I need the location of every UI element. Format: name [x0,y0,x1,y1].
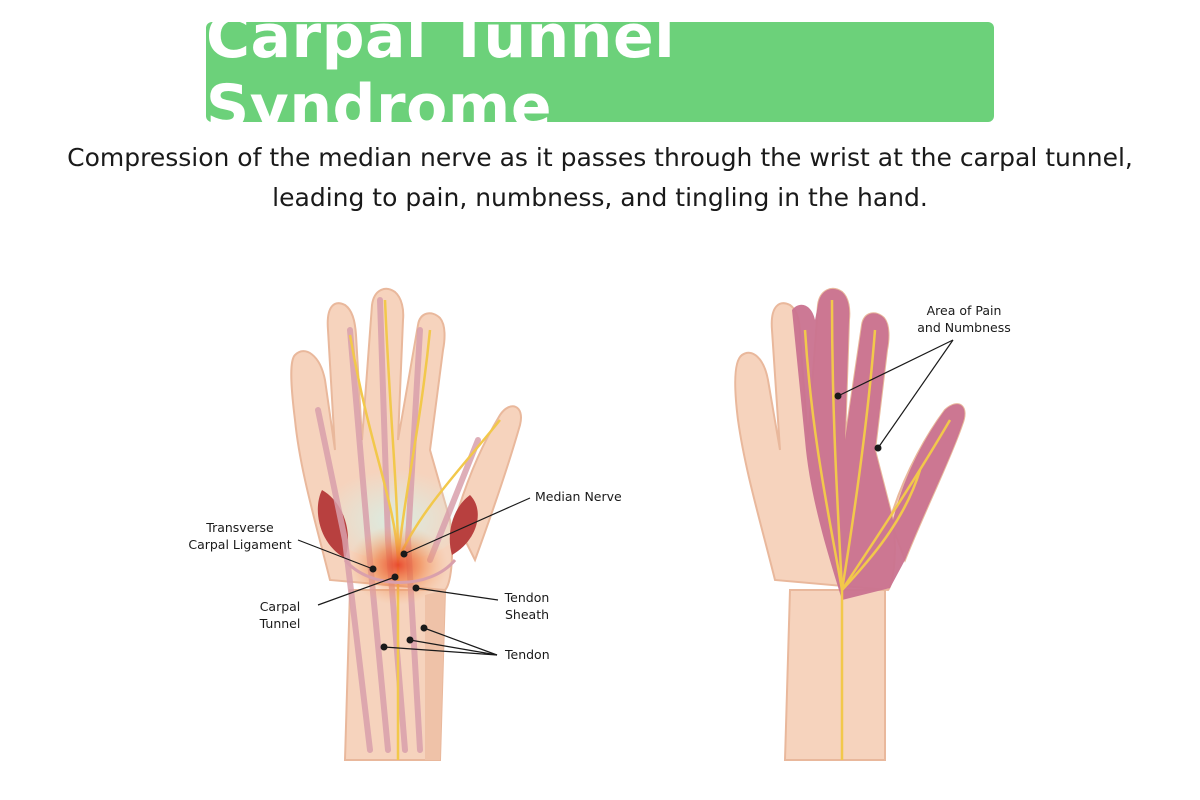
label-pain-line-2: and Numbness [917,320,1011,335]
label-transverse-line-2: Carpal Ligament [188,537,291,552]
left-callouts [297,497,531,656]
left-hypothenar-muscle [449,495,478,555]
label-carpal-line-1: Carpal [260,599,301,614]
left-thenar-muscle [317,490,349,558]
right-hand [734,287,966,761]
left-hand [290,287,522,761]
label-sheath-line-1: Tendon [504,590,550,605]
subtitle-line-1: Compression of the median nerve as it pa… [67,143,1133,172]
numbness-area [792,288,965,600]
label-pain-line-1: Area of Pain [927,303,1002,318]
left-callout-dots [369,550,428,651]
page-title: Carpal Tunnel Syndrome [206,2,676,142]
right-forearm [783,589,886,761]
label-carpal-line-2: Tunnel [259,616,301,631]
label-median-nerve: Median Nerve [535,489,622,504]
subtitle: Compression of the median nerve as it pa… [60,138,1140,218]
subtitle-line-2: leading to pain, numbness, and tingling … [272,183,928,212]
right-median-nerve [803,299,952,760]
right-callout-dots [834,392,882,452]
label-sheath-line-2: Sheath [505,607,549,622]
label-transverse-line-1: Transverse [205,520,274,535]
label-tendon: Tendon [504,647,550,662]
title-banner: Carpal Tunnel Syndrome [206,2,994,142]
right-callouts [837,339,954,449]
